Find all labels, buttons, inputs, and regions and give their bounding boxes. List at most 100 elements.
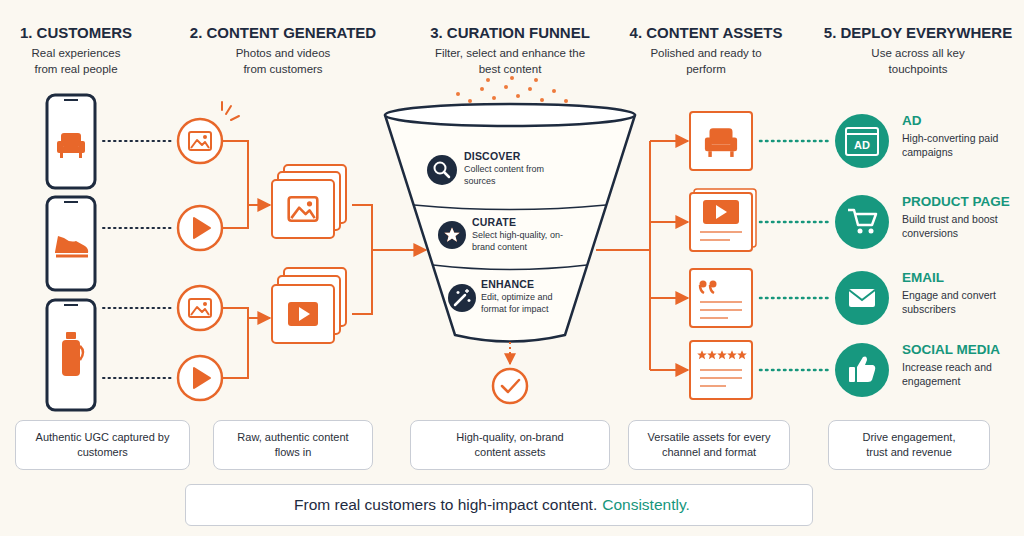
confetti (480, 87, 484, 91)
asset-card (705, 128, 737, 157)
phone-group (56, 255, 88, 258)
asset-card (690, 112, 752, 170)
phone-group (80, 346, 83, 360)
content-stack (289, 197, 318, 220)
media-circle (222, 102, 239, 120)
flow-arrow (248, 204, 270, 206)
media-circle (178, 206, 222, 250)
flow-arrow (596, 249, 650, 251)
asset-card (700, 370, 742, 386)
asset-card (697, 350, 707, 359)
flow-arrow (372, 249, 426, 251)
node-text: Engage and convert subscribers (902, 288, 1014, 316)
dotted-leader (103, 227, 172, 229)
channel-icon (857, 356, 875, 382)
node-text: From real customers to high-impact conte… (294, 496, 597, 514)
dotted-leader (103, 141, 172, 378)
phone-group (64, 201, 78, 203)
channel-icon (869, 229, 874, 234)
media-circle (178, 119, 222, 163)
asset-card (690, 193, 752, 251)
asset-card (690, 112, 756, 399)
flow-arrow (650, 140, 688, 142)
confetti (528, 87, 532, 91)
flow-arrow (650, 369, 688, 371)
confetti (486, 78, 490, 82)
column-subtitle: Filter, select and enhance the best cont… (433, 46, 588, 77)
phone-group (64, 99, 78, 101)
channel-item: EMAIL Engage and convert subscribers (902, 270, 1014, 316)
channel-icon (846, 128, 878, 155)
funnel-stage: DISCOVERCollect content from sources (464, 150, 550, 187)
channel-item: SOCIAL MEDIAIncrease reach and engagemen… (902, 342, 1014, 388)
column-subtitle: Photos and videos from customers (226, 46, 341, 77)
quality-check (493, 342, 527, 403)
flow-arrow (222, 141, 248, 228)
node-heading: DISCOVER (464, 150, 550, 162)
column-subtitle: Polished and ready to perform (649, 46, 764, 77)
dotted-leader (760, 369, 830, 372)
node-text: Versatile assets for every channel and f… (639, 430, 779, 461)
dotted-leader (760, 297, 830, 300)
funnel-stage: ENHANCEEdit, optimize and format for imp… (481, 278, 573, 315)
node-text: Select high-quality, on-brand content (472, 230, 572, 253)
phone-group (66, 332, 76, 339)
curation-funnel (457, 289, 471, 302)
content-stack (272, 285, 334, 343)
flow-arrow (352, 205, 372, 314)
column-heading: 3. CURATION FUNNEL (410, 24, 610, 41)
column-subtitle: Real experiences from real people (19, 46, 134, 77)
asset-card (716, 205, 727, 219)
confetti (534, 78, 538, 82)
phone-group (47, 95, 95, 188)
dotted-leader (760, 221, 830, 224)
channel-icon (835, 114, 889, 168)
dotted-leader (760, 140, 830, 143)
asset-card (690, 341, 752, 399)
asset-card (737, 350, 747, 359)
phone-group (47, 300, 95, 410)
quality-check (509, 342, 511, 364)
content-stack (288, 302, 318, 326)
tagline-banner: From real customers to high-impact conte… (185, 484, 813, 526)
asset-card (690, 269, 752, 327)
phone-group (47, 197, 95, 290)
column-heading: 4. CONTENT ASSETS (616, 24, 796, 41)
quality-check (502, 380, 519, 392)
phone-group (57, 133, 85, 158)
channel-icon (848, 210, 876, 225)
node-text: Raw, authentic content flows in (231, 430, 356, 461)
curation-funnel (455, 295, 465, 305)
column-heading: 5. DEPLOY EVERYWHERE (813, 24, 1023, 41)
media-circle (194, 218, 210, 238)
curation-funnel (414, 205, 606, 210)
channel-icon (846, 133, 878, 135)
column-heading: 2. CONTENT GENERATED (178, 24, 388, 41)
dotted-leader (103, 307, 172, 309)
curation-funnel (444, 227, 459, 241)
node-heading: EMAIL (902, 270, 1014, 285)
curation-funnel (385, 115, 635, 342)
node-heading: ENHANCE (481, 278, 573, 290)
dotted-leader (103, 140, 172, 142)
channel-icon (849, 289, 875, 307)
media-circle (189, 299, 211, 317)
confetti (492, 96, 496, 100)
node-text: Build trust and boost conversions (902, 212, 1014, 240)
node-heading: AD (902, 113, 1014, 128)
asset-card (700, 232, 742, 240)
asset-card (703, 200, 739, 224)
curation-funnel (448, 284, 476, 312)
flow-arrow (649, 141, 651, 370)
node-text: High-quality, on-brand content assets (445, 430, 575, 461)
channel-icon (849, 290, 875, 300)
curation-funnel (444, 172, 449, 177)
node-text: High-converting paid campaigns (902, 131, 1014, 159)
node-text: Authentic UGC captured by customers (35, 430, 171, 461)
asset-card (700, 302, 742, 318)
asset-card (700, 285, 704, 293)
asset-card (710, 285, 714, 293)
channel-item: AD High-converting paid campaigns (902, 113, 1014, 159)
summary-box: High-quality, on-brand content assets (410, 420, 610, 470)
